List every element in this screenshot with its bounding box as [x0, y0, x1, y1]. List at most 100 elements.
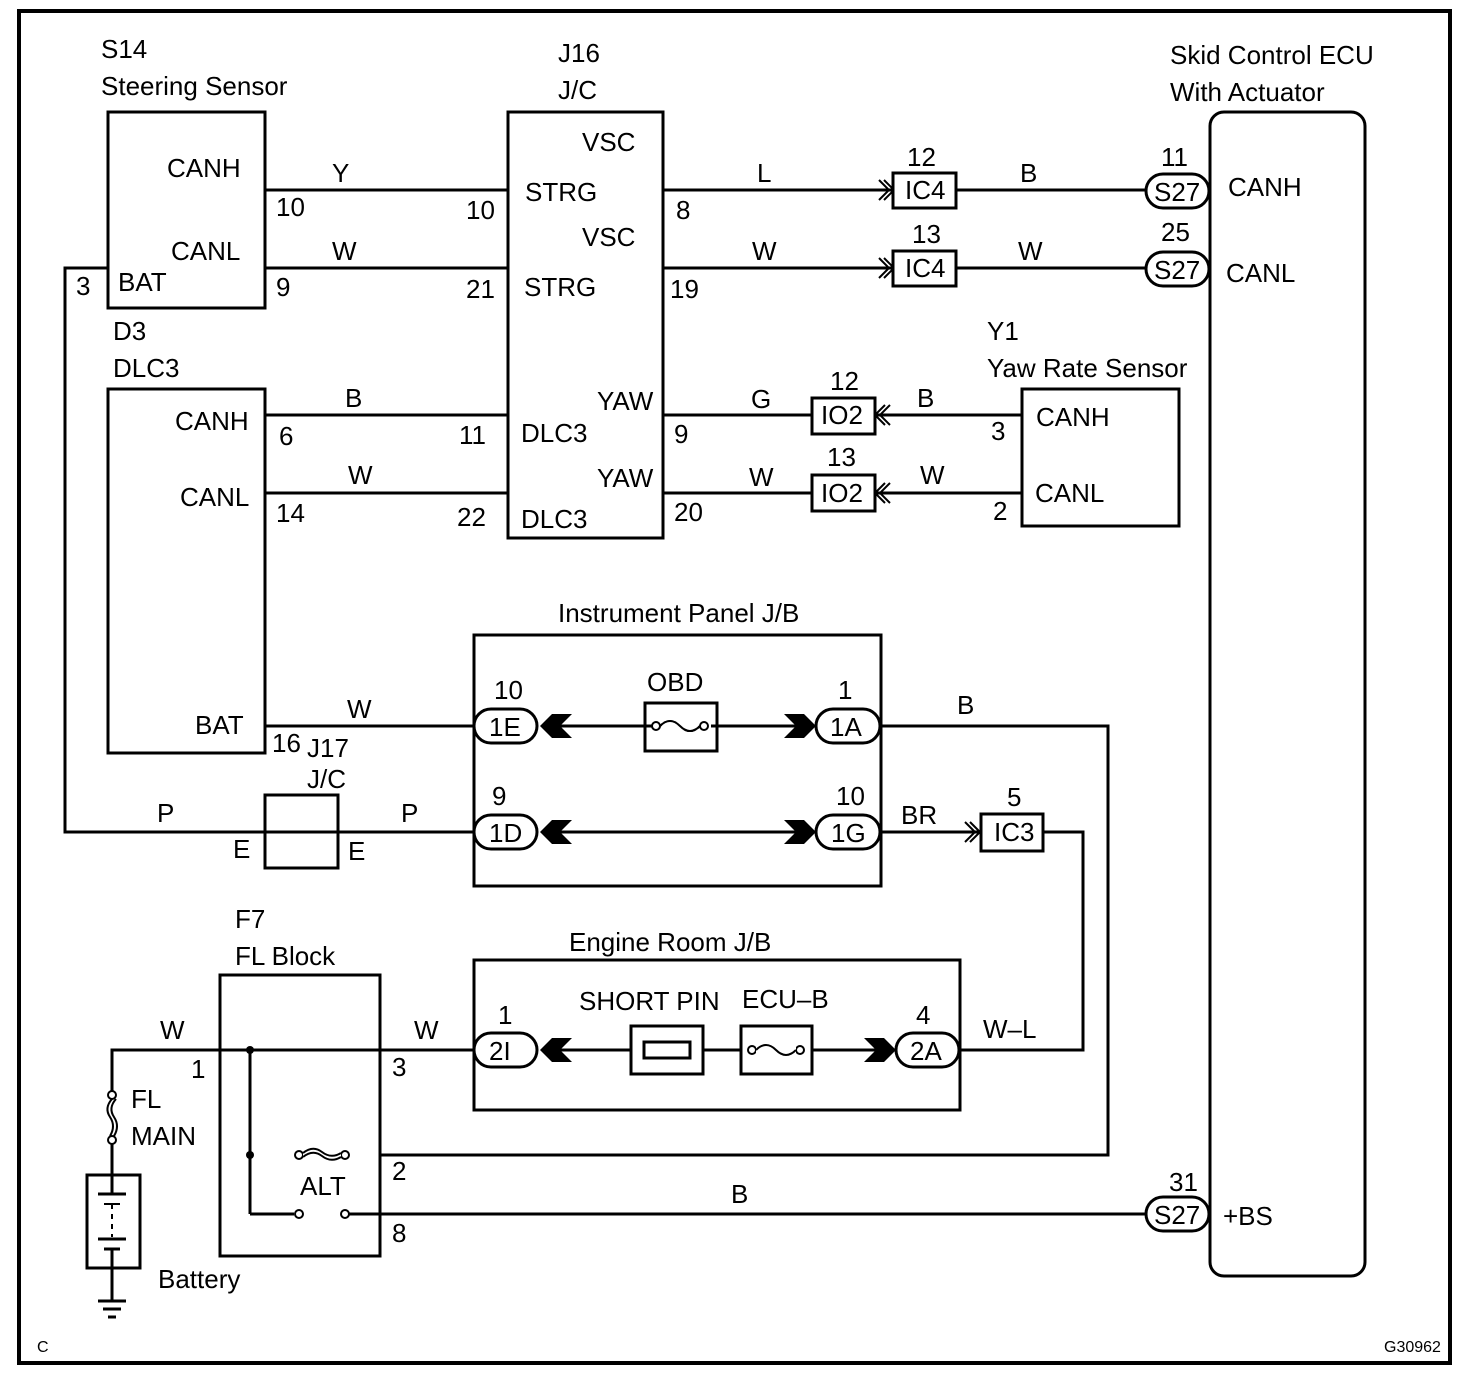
j17-right-pin: E: [348, 836, 365, 866]
svg-text:IC4: IC4: [905, 175, 945, 205]
skid-ecu-name-line2: With Actuator: [1170, 77, 1325, 107]
instrument-panel-jb: Instrument Panel J/B OBD: [472, 598, 883, 888]
pin-j16-yaw1: 9: [674, 419, 688, 449]
j16-name: J/C: [558, 75, 597, 105]
fl-block-code: F7: [235, 904, 265, 934]
yaw-rate-sensor: Y1 Yaw Rate Sensor CANH CANL: [987, 316, 1188, 528]
pin-yaw-canh: 3: [991, 416, 1005, 446]
j16-pin-dlc2: DLC3: [521, 504, 587, 534]
pin-s14-bat: 3: [76, 271, 90, 301]
ecu-b-fuse: [739, 1024, 814, 1076]
pin-fl-1: 1: [191, 1054, 205, 1084]
connector-ic4-12: IC4 12: [878, 142, 958, 210]
connector-2a: 2A 4: [864, 1000, 961, 1069]
dlc3-pin-canl: CANL: [180, 482, 249, 512]
pin-j16-yaw2: 20: [674, 497, 703, 527]
ground-icon: [98, 1299, 126, 1319]
steering-sensor-pin-canh: CANH: [167, 153, 241, 183]
wire-color-yaw-canl-right: W: [920, 460, 945, 490]
wire-color-jb-1g-out: BR: [901, 800, 937, 830]
svg-text:9: 9: [492, 781, 506, 811]
connector-1d: 1D 9: [472, 781, 572, 851]
svg-text:10: 10: [494, 675, 523, 705]
connector-1g: 1G 10: [784, 781, 882, 851]
svg-text:11: 11: [1161, 142, 1188, 172]
pin-yaw-canl: 2: [993, 496, 1007, 526]
connector-ic4-13: IC4 13: [878, 219, 958, 288]
pin-s14-canh: 10: [276, 192, 305, 222]
fl-block: F7 FL Block ALT: [218, 904, 1146, 1258]
connector-s27-11: S27 11: [1144, 142, 1211, 210]
svg-text:IC3: IC3: [994, 817, 1034, 847]
wire-color-vsc-canh-left: L: [757, 158, 771, 188]
alt-label: ALT: [300, 1171, 346, 1201]
j16-pin-yaw1: YAW: [597, 386, 654, 416]
fl-main-fusible-link: FL MAIN: [106, 1084, 196, 1151]
svg-text:1D: 1D: [489, 818, 522, 848]
wire-color-j17-right: P: [401, 798, 418, 828]
pin-s14-canl: 9: [276, 272, 290, 302]
fl-main-label-1: FL: [131, 1084, 161, 1114]
pin-j16-dlc1: 11: [459, 420, 486, 450]
pin-dlc3-bat: 16: [272, 728, 301, 758]
j16-pin-strg1: STRG: [525, 177, 597, 207]
j16-pin-strg2: STRG: [524, 272, 596, 302]
skid-ecu-pin-bs: +BS: [1223, 1201, 1273, 1231]
wire-color-dlc3-bat: W: [347, 694, 372, 724]
svg-text:IC4: IC4: [905, 253, 945, 283]
svg-text:2I: 2I: [489, 1036, 511, 1066]
pin-fl-2: 2: [392, 1156, 406, 1186]
short-pin: [629, 1024, 705, 1076]
j16-pin-dlc1: DLC3: [521, 418, 587, 448]
j16-pin-vsc1: VSC: [582, 127, 635, 157]
steering-sensor-name: Steering Sensor: [101, 71, 288, 101]
svg-text:10: 10: [836, 781, 865, 811]
yaw-sensor-code: Y1: [987, 316, 1019, 346]
svg-text:1: 1: [838, 675, 852, 705]
steering-sensor-pin-canl: CANL: [171, 236, 240, 266]
battery-label: Battery: [158, 1264, 240, 1294]
svg-text:S27: S27: [1154, 255, 1200, 285]
connector-io2-12: IO2 12: [810, 366, 891, 436]
svg-text:S27: S27: [1154, 177, 1200, 207]
svg-text:1E: 1E: [489, 712, 521, 742]
pin-j16-dlc2: 22: [457, 502, 486, 532]
engine-jb-name: Engine Room J/B: [569, 927, 771, 957]
connector-2i: 2I 1: [472, 1000, 572, 1069]
dlc3-pin-canh: CANH: [175, 406, 249, 436]
wire-color-dlc3-canh: B: [345, 383, 362, 413]
svg-text:1: 1: [498, 1000, 512, 1030]
wire-color-j17-left: P: [157, 798, 174, 828]
pin-dlc3-canl: 14: [276, 498, 305, 528]
wire-color-fl-8-out: B: [731, 1179, 748, 1209]
yaw-sensor-pin-canl: CANL: [1035, 478, 1104, 508]
short-pin-label: SHORT PIN: [579, 986, 720, 1016]
skid-ecu-name-line1: Skid Control ECU: [1170, 40, 1374, 70]
wire-color-fl-main-in: W: [160, 1015, 185, 1045]
svg-text:12: 12: [830, 366, 859, 396]
junction-connector-j16: J16 J/C VSC STRG VSC STRG YAW DLC3 YAW D…: [506, 38, 665, 540]
skid-ecu-pin-canh: CANH: [1228, 172, 1302, 202]
dlc3: D3 DLC3 CANH CANL BAT: [106, 316, 267, 755]
yaw-sensor-name: Yaw Rate Sensor: [987, 353, 1188, 383]
pin-dlc3-canh: 6: [279, 421, 293, 451]
svg-text:4: 4: [916, 1000, 930, 1030]
svg-text:12: 12: [907, 142, 936, 172]
wire-color-vsc-canl-left: W: [752, 236, 777, 266]
connector-io2-13: IO2 13: [810, 442, 891, 513]
svg-text:13: 13: [912, 219, 941, 249]
wire-color-yaw-canh-right: B: [917, 383, 934, 413]
svg-text:IO2: IO2: [821, 478, 863, 508]
wire-color-jb-2a-out: W–L: [983, 1014, 1036, 1044]
wire-color-vsc-canl-right: W: [1018, 236, 1043, 266]
svg-text:IO2: IO2: [821, 400, 863, 430]
figure-id: G30962: [1384, 1339, 1441, 1356]
dlc3-pin-bat: BAT: [195, 710, 244, 740]
j17-left-pin: E: [233, 834, 250, 864]
j16-pin-vsc2: VSC: [582, 222, 635, 252]
j16-code: J16: [558, 38, 600, 68]
skid-ecu-pin-canl: CANL: [1226, 258, 1295, 288]
pin-j16-strg1: 10: [466, 195, 495, 225]
wire-color-dlc3-canl: W: [348, 460, 373, 490]
